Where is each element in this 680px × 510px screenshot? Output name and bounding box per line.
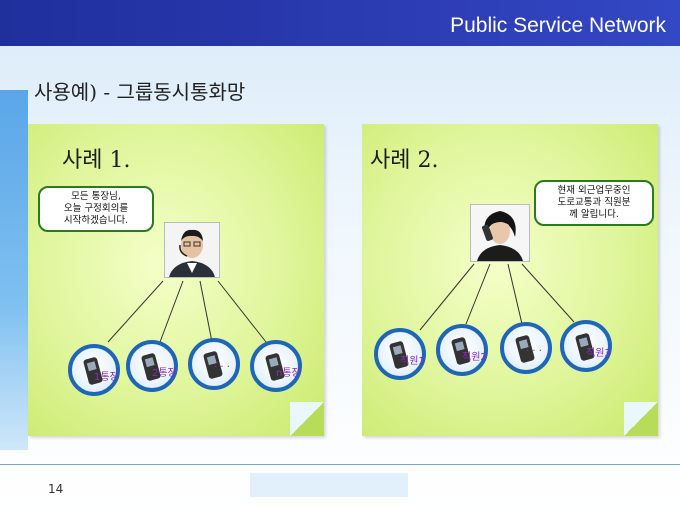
bubble-line: 도로교통과 직원분 [557, 197, 631, 208]
phone-icon [515, 335, 535, 363]
member-node: n통장 [250, 340, 302, 392]
member-node: · · · [188, 338, 240, 390]
phone-icon [575, 333, 595, 361]
member-label: 직원1 [400, 356, 425, 367]
case1-note: 사례 1. 모든 통장님, 오늘 구정회의를 시작하겠습니다. 1통장 [28, 124, 324, 436]
case2-note: 사례 2. 현재 외근업무중인 도로교통과 직원분 께 알립니다. 직원1 직원… [362, 124, 658, 436]
phone-icon [203, 351, 223, 379]
bubble-line: 모든 통장님, [71, 191, 121, 202]
speaker-photo-man [164, 222, 220, 278]
bubble-line: 께 알립니다. [569, 209, 619, 220]
member-label: · · · [526, 346, 542, 357]
page-number: 14 [48, 482, 64, 496]
case2-speech-bubble: 현재 외근업무중인 도로교통과 직원분 께 알립니다. [534, 180, 654, 226]
phone-icon [451, 337, 471, 365]
member-node: · · · [500, 322, 552, 374]
case1-title: 사례 1. [62, 148, 131, 173]
member-label: 직원2 [462, 352, 487, 363]
slide-heading: 사용예) - 그룹동시통화망 [34, 80, 246, 104]
member-node: 직원1 [374, 328, 426, 380]
man-headset-icon [165, 223, 219, 277]
bubble-line: 오늘 구정회의를 [63, 203, 129, 214]
bubble-line: 시작하겠습니다. [63, 215, 129, 226]
brand-title: Public Service Network [450, 14, 666, 37]
member-node: 1통장 [68, 344, 120, 396]
phone-icon [83, 357, 103, 385]
case2-title: 사례 2. [370, 148, 439, 173]
phone-icon [265, 353, 285, 381]
member-label: 1통장 [94, 372, 119, 383]
member-label: n통장 [276, 368, 301, 379]
member-label: · · · [214, 362, 230, 373]
member-node: 직원2 [436, 324, 488, 376]
page-curl [624, 402, 658, 436]
speaker-photo-woman [470, 204, 530, 262]
member-label: 2통장 [152, 368, 177, 379]
phone-icon [389, 341, 409, 369]
bubble-line: 현재 외근업무중인 [557, 185, 631, 196]
page-curl [290, 402, 324, 436]
footer-box [250, 473, 408, 497]
member-label: 직원3 [586, 348, 611, 359]
title-bar: Public Service Network [0, 0, 680, 46]
woman-phone-icon [471, 205, 529, 261]
connection-lines [419, 263, 575, 331]
case1-speech-bubble: 모든 통장님, 오늘 구정회의를 시작하겠습니다. [38, 186, 154, 232]
member-node: 2통장 [126, 340, 178, 392]
member-node: 직원3 [560, 320, 612, 372]
phone-icon [141, 353, 161, 381]
left-accent-strip [0, 90, 28, 450]
connection-lines [107, 280, 267, 343]
footer-divider [0, 464, 680, 465]
